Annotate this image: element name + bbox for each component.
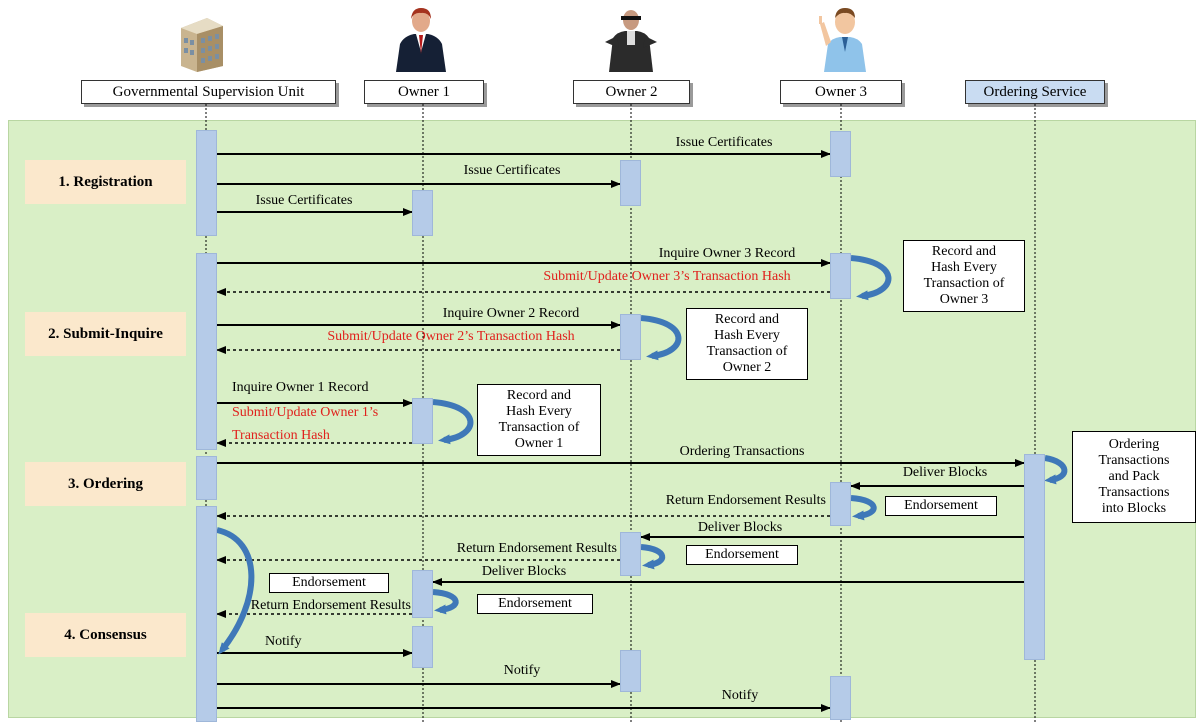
- actor-owner-1: Owner 1: [364, 80, 484, 104]
- msg-inquire-owner2: Inquire Owner 2 Record: [442, 306, 580, 321]
- activation-owner2-notify: [620, 650, 641, 692]
- msg-deliver-blocks-owner2: Deliver Blocks: [697, 520, 783, 535]
- msg-issue-certificates-owner3: Issue Certificates: [675, 135, 773, 150]
- msg-submit-owner2: Submit/Update Owner 2’s Transaction Hash: [327, 329, 575, 344]
- self-call-ordering: [1044, 455, 1068, 485]
- msg-ordering-transactions: Ordering Transactions: [679, 444, 805, 459]
- self-call-owner3: [850, 255, 892, 301]
- activation-owner2-endorse: [620, 532, 641, 576]
- activation-owner3-notify: [830, 676, 851, 720]
- actor-ordering-service: Ordering Service: [965, 80, 1105, 104]
- msg-inquire-owner3: Inquire Owner 3 Record: [658, 246, 796, 261]
- msg-inquire-owner1: Inquire Owner 1 Record: [232, 380, 369, 395]
- note-endorsement-gov: Endorsement: [269, 573, 389, 593]
- activation-gov-registration: [196, 130, 217, 236]
- actor-owner-2: Owner 2: [573, 80, 690, 104]
- activation-owner2-reg: [620, 160, 641, 206]
- self-call-gov-consensus: [216, 527, 255, 655]
- msg-deliver-blocks-owner1: Deliver Blocks: [481, 564, 567, 579]
- msg-submit-owner3: Submit/Update Owner 3’s Transaction Hash: [543, 269, 791, 284]
- actor-owner-3: Owner 3: [780, 80, 902, 104]
- presenter-icon: [819, 8, 866, 72]
- building-icon: [181, 18, 223, 72]
- agent-icon: [605, 10, 657, 72]
- msg-return-endorsement-owner3: Return Endorsement Results: [665, 493, 826, 508]
- activation-owner2-submit: [620, 314, 641, 360]
- self-call-owner1-endorse: [432, 589, 459, 615]
- note-endorsement-owner1: Endorsement: [477, 594, 593, 614]
- msg-notify-owner1: Notify: [265, 634, 302, 649]
- msg-issue-certificates-owner2: Issue Certificates: [463, 163, 561, 178]
- activation-gov-consensus: [196, 506, 217, 722]
- activation-ordering-service: [1024, 454, 1045, 660]
- msg-submit-owner1-line1: Submit/Update Owner 1’s: [232, 405, 379, 420]
- msg-submit-owner1-line2: Transaction Hash: [232, 428, 330, 443]
- msg-notify-owner3: Notify: [721, 688, 759, 703]
- self-call-owner1: [432, 399, 474, 445]
- self-call-owner3-endorse: [850, 495, 877, 521]
- actor-governmental-supervision-unit: Governmental Supervision Unit: [81, 80, 336, 104]
- self-call-owner2: [640, 315, 682, 361]
- note-endorsement-owner3: Endorsement: [885, 496, 997, 516]
- activation-owner1-endorse: [412, 570, 433, 618]
- phase-ordering: 3. Ordering: [25, 462, 186, 506]
- activation-owner3-endorse: [830, 482, 851, 526]
- activation-owner1-reg: [412, 190, 433, 236]
- activation-owner3-submit: [830, 253, 851, 299]
- phase-registration: 1. Registration: [25, 160, 186, 204]
- msg-return-endorsement-owner1: Return Endorsement Results: [250, 598, 411, 613]
- msg-issue-certificates-owner1: Issue Certificates: [255, 193, 353, 208]
- activation-owner1-submit: [412, 398, 433, 444]
- activation-owner3-reg: [830, 131, 851, 177]
- activation-gov-submit: [196, 253, 217, 450]
- phase-consensus: 4. Consensus: [25, 613, 186, 657]
- activation-gov-ordering: [196, 456, 217, 500]
- msg-return-endorsement-owner2: Return Endorsement Results: [456, 541, 617, 556]
- businessman-icon: [396, 8, 446, 72]
- activation-owner1-notify: [412, 626, 433, 668]
- phase-submit-inquire: 2. Submit-Inquire: [25, 312, 186, 356]
- self-call-owner2-endorse: [640, 544, 666, 570]
- msg-deliver-blocks-owner3: Deliver Blocks: [902, 465, 988, 480]
- msg-notify-owner2: Notify: [503, 663, 541, 678]
- note-endorsement-owner2: Endorsement: [686, 545, 798, 565]
